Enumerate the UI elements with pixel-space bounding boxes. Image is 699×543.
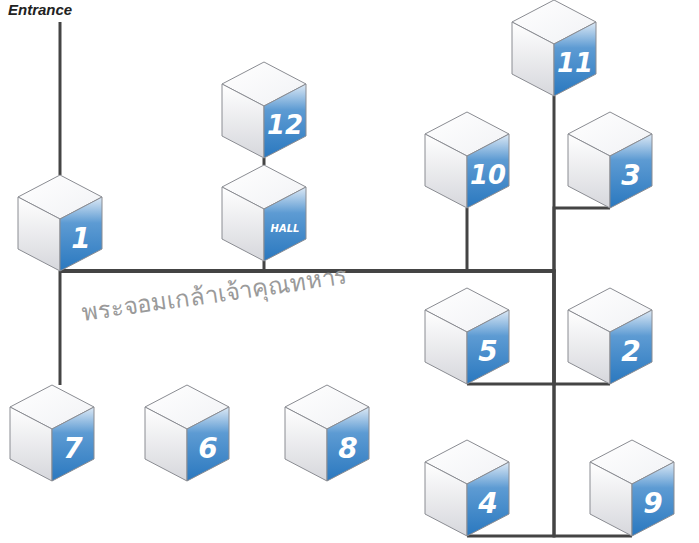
room-cube: 11 (512, 0, 596, 96)
room-cube: 7 (10, 385, 94, 481)
cube-right (610, 310, 652, 384)
cube-right (52, 407, 94, 481)
cube-shape (512, 0, 596, 96)
cube-left (10, 407, 52, 481)
cube-right (60, 197, 102, 271)
room-cube: 9 (590, 440, 674, 536)
cube-left (222, 187, 264, 261)
room-number: 8 (338, 435, 357, 463)
room-cube: 5 (425, 288, 509, 384)
cube-right (264, 187, 306, 261)
corridor-line (263, 158, 266, 165)
cube-right (632, 462, 674, 536)
cube-left (512, 22, 554, 96)
cube-shape (145, 385, 229, 481)
cube-right (610, 134, 652, 208)
room-cube: 1 (18, 175, 102, 271)
cube-left (590, 462, 632, 536)
room-cube: 6 (145, 385, 229, 481)
room-number: 12 (267, 113, 303, 139)
cube-shape (425, 288, 509, 384)
cube-shape (18, 175, 102, 271)
corridor-line (60, 96, 554, 271)
room-cube: 10 (425, 112, 509, 208)
cube-shape (568, 112, 652, 208)
cube-right (467, 462, 509, 536)
entrance-label: Entrance (8, 2, 72, 19)
cube-right (327, 407, 369, 481)
room-cube: 4 (425, 440, 509, 536)
cube-shape (222, 62, 306, 158)
cube-left (425, 462, 467, 536)
room-cube: HALL (222, 165, 306, 261)
room-number: 7 (63, 435, 82, 463)
corridor-line (59, 271, 62, 385)
room-number: HALL (271, 224, 300, 234)
cube-left (18, 197, 60, 271)
room-number: 1 (71, 225, 90, 253)
room-number: 10 (470, 163, 506, 189)
watermark-text: พระจอมเกล้าเจ้าคุณทหาร (80, 263, 349, 326)
cube-left (425, 310, 467, 384)
cube-left (285, 407, 327, 481)
room-number: 2 (621, 338, 640, 366)
cube-left (145, 407, 187, 481)
cube-right (467, 310, 509, 384)
room-number: 3 (621, 162, 640, 190)
cube-right (264, 84, 306, 158)
room-number: 5 (478, 338, 497, 366)
room-number: 11 (557, 51, 593, 77)
cube-left (222, 84, 264, 158)
cube-shape (425, 440, 509, 536)
cube-shape (425, 112, 509, 208)
cube-shape (222, 165, 306, 261)
cube-right (187, 407, 229, 481)
cube-shape (285, 385, 369, 481)
room-number: 9 (643, 490, 662, 518)
room-cube: 12 (222, 62, 306, 158)
cube-left (425, 134, 467, 208)
room-cube: 2 (568, 288, 652, 384)
cube-left (568, 134, 610, 208)
room-cube: 3 (568, 112, 652, 208)
room-cube: 8 (285, 385, 369, 481)
cube-right (467, 134, 509, 208)
cube-shape (10, 385, 94, 481)
corridor-line (60, 208, 610, 271)
cube-shape (590, 440, 674, 536)
room-number: 4 (478, 490, 497, 518)
entrance-line (59, 22, 62, 175)
cube-right (554, 22, 596, 96)
cube-shape (568, 288, 652, 384)
room-number: 6 (198, 435, 217, 463)
cube-left (568, 310, 610, 384)
